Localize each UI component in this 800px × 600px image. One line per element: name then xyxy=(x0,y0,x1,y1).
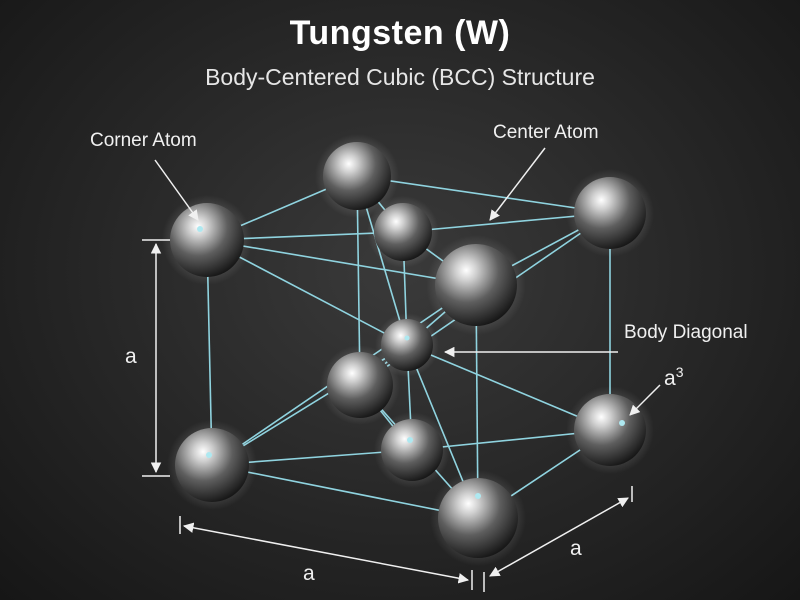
a-cubed-label: a3 xyxy=(664,364,683,391)
center-atom-inner xyxy=(367,196,439,268)
page-subtitle: Body-Centered Cubic (BCC) Structure xyxy=(205,64,595,90)
atoms xyxy=(162,134,654,566)
corner-atom-back-top xyxy=(315,134,399,218)
corner-atom-label: Corner Atom xyxy=(90,130,197,151)
center-atom-arrow xyxy=(489,147,546,221)
corner-atom-back-bottom xyxy=(320,345,400,425)
a-cubed-arrow xyxy=(629,384,661,416)
page-title: Tungsten (W) xyxy=(289,14,511,52)
center-atom-label: Center Atom xyxy=(493,122,599,143)
corner-atom-left-top xyxy=(162,195,252,285)
bond-highlights xyxy=(197,226,625,499)
corner-atom-right-top xyxy=(566,169,654,257)
corner-atom-left-bottom xyxy=(167,420,257,510)
corner-atom-right-bottom xyxy=(566,386,654,474)
body-diagonal-label: Body Diagonal xyxy=(624,322,748,343)
dimension-label-right: a xyxy=(570,537,582,560)
corner-atom-arrow xyxy=(154,159,199,221)
a-cubed-base: a xyxy=(664,367,676,390)
corner-atom-front-bottom xyxy=(430,470,526,566)
annotation-arrows xyxy=(154,147,661,416)
dimension-label-bottom: a xyxy=(303,562,315,585)
center-atom-lower xyxy=(374,412,450,488)
a-cubed-exponent: 3 xyxy=(675,364,684,380)
corner-atom-front-top xyxy=(426,235,526,335)
dimension-lines xyxy=(142,239,633,592)
dimension-label-left: a xyxy=(125,345,137,368)
